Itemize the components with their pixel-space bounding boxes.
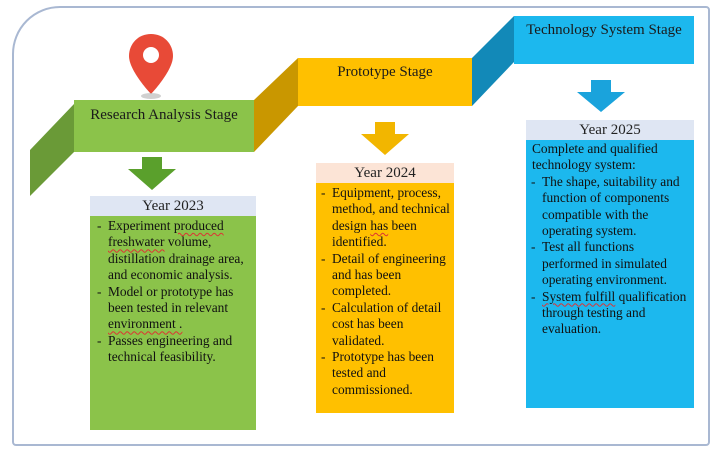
down-arrow-icon [128, 157, 176, 190]
stage-title-technology: Technology System Stage [526, 22, 682, 38]
research-item: Experiment produced freshwater volume, d… [96, 218, 250, 284]
diagram-frame [12, 6, 710, 446]
location-pin-icon [129, 34, 173, 99]
year-label-2024: Year 2024 [316, 163, 454, 183]
ribbon-fold-green [30, 104, 74, 196]
research-item: Passes engineering and technical feasibi… [96, 333, 250, 366]
technology-item: The shape, suitability and function of c… [530, 174, 690, 240]
ribbon-fold-blue [472, 16, 514, 106]
technology-details-box: Complete and qualified technology system… [526, 140, 694, 408]
down-arrow-icon [577, 80, 625, 112]
stage-title-prototype: Prototype Stage [337, 64, 433, 80]
ribbon-step-prototype [298, 58, 472, 106]
research-details-box: Experiment produced freshwater volume, d… [90, 216, 256, 430]
prototype-item: Calculation of detail cost has been vali… [320, 300, 450, 349]
prototype-details-box: Equipment, process, method, and technica… [316, 183, 454, 413]
year-label-2025: Year 2025 [526, 120, 694, 140]
prototype-item: Equipment, process, method, and technica… [320, 185, 450, 251]
technology-item: System fulfill qualification through tes… [530, 289, 690, 338]
research-item: Model or prototype has been tested in re… [96, 284, 250, 333]
ribbon-step-technology [514, 16, 694, 64]
year-label-2023: Year 2023 [90, 196, 256, 216]
technology-item: Test all functions performed in simulate… [530, 239, 690, 288]
ribbon-step-research [74, 100, 254, 152]
down-arrow-icon [361, 122, 409, 155]
technology-intro: Complete and qualified technology system… [532, 141, 658, 173]
ribbon-fold-yellow [254, 58, 298, 152]
prototype-item: Detail of engineering and has been compl… [320, 251, 450, 300]
stage-title-research: Research Analysis Stage [90, 107, 238, 123]
prototype-item: Prototype has been tested and commission… [320, 349, 450, 398]
